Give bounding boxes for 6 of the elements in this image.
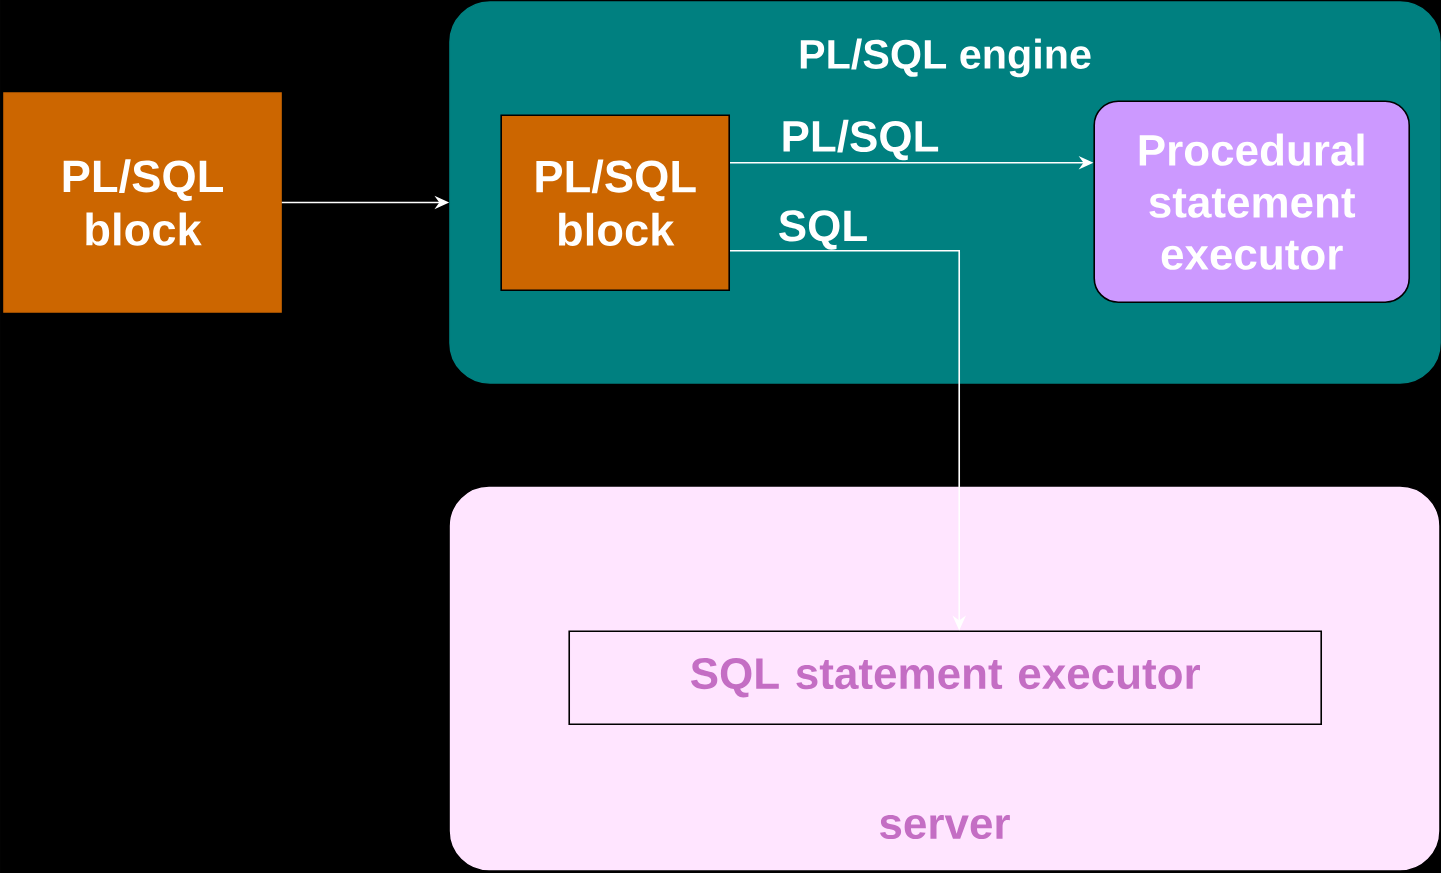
code-block: PL/SQL block: [500, 114, 730, 291]
edge-label: PL/SQL: [783, 119, 939, 161]
executor-box: Procedural statement executor: [1093, 100, 1410, 303]
edge-label: SQL: [779, 210, 867, 250]
executor-box: SQL statement executor: [568, 630, 1322, 725]
code-block: PL/SQL block: [3, 92, 282, 313]
